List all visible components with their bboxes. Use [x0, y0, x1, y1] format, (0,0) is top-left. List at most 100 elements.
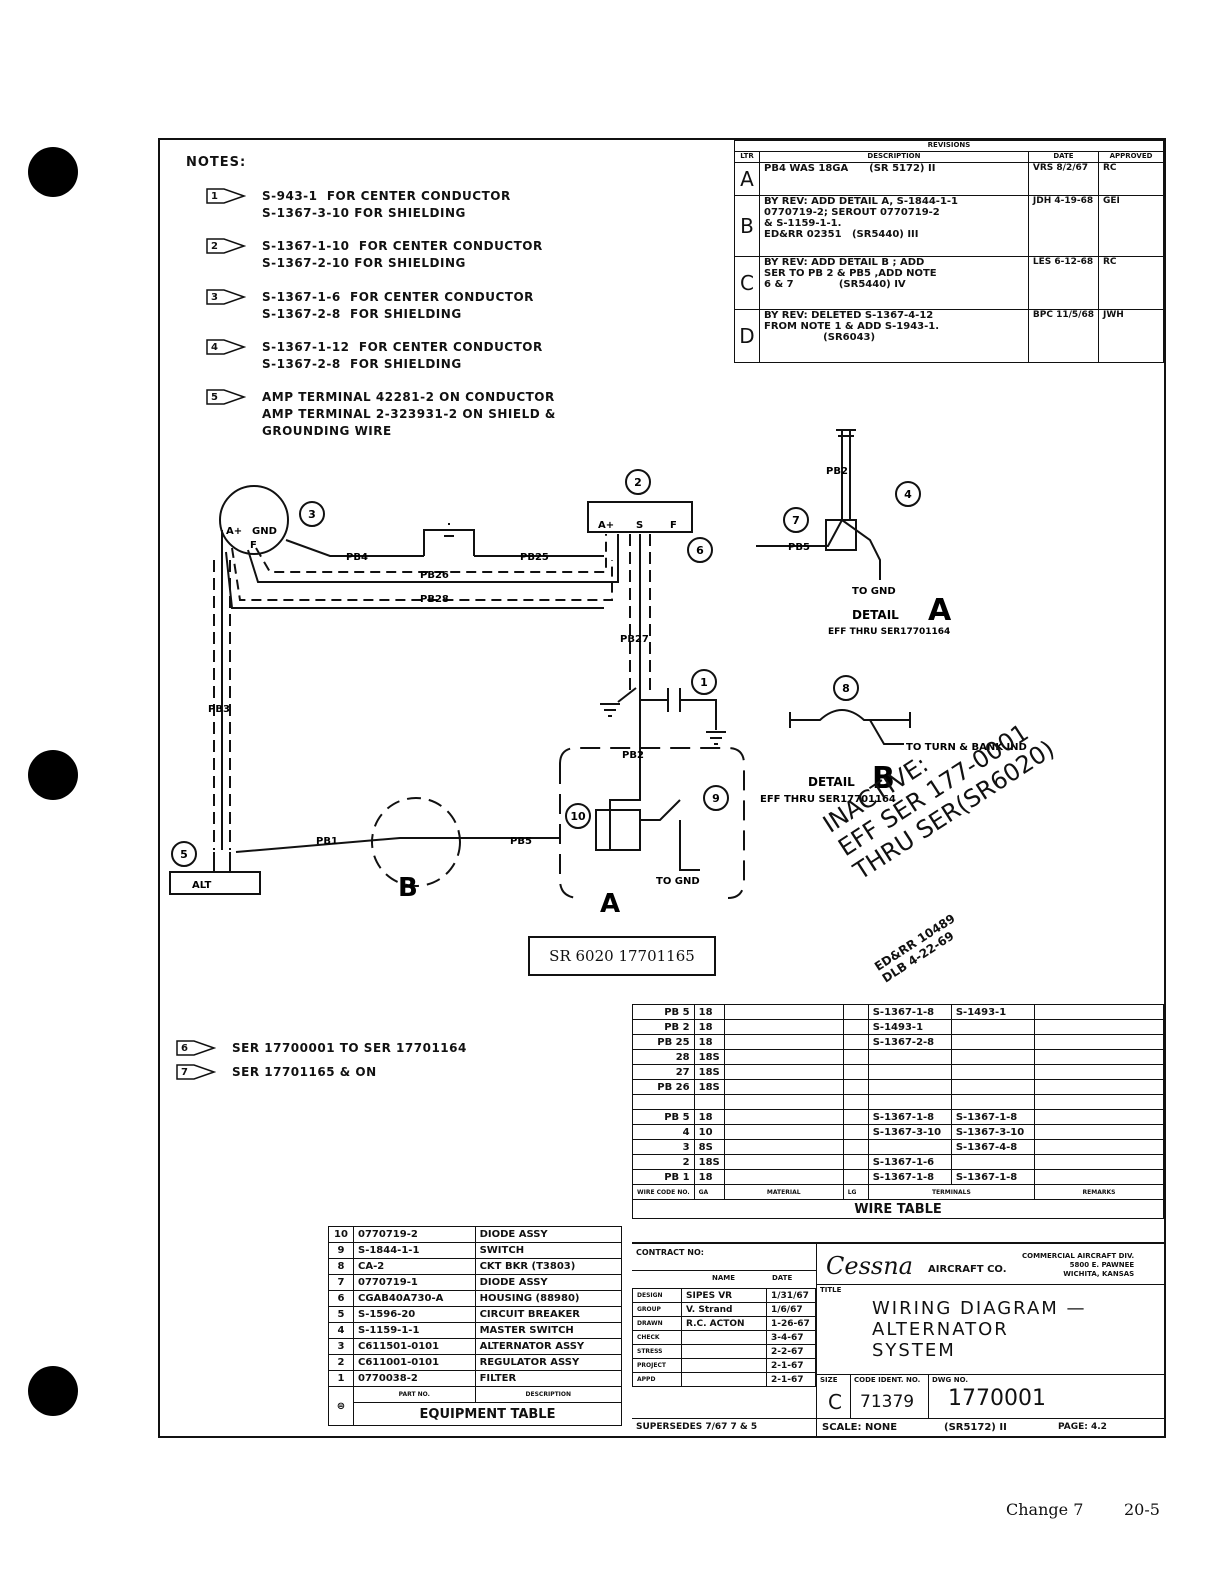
label-pb27: PB27 — [620, 634, 649, 645]
wire-pb26 — [255, 534, 607, 573]
wire-cell — [842, 1169, 869, 1185]
callout-circle — [703, 785, 729, 811]
dwg-value: 1770001 — [948, 1386, 1046, 1411]
wire-cell — [632, 1094, 695, 1110]
code-header: CODE IDENT. NO. — [854, 1376, 921, 1384]
wire-cell — [842, 1004, 869, 1020]
equipment-part-no: CA-2 — [353, 1258, 476, 1275]
equipment-table-title: EQUIPMENT TABLE — [353, 1402, 622, 1426]
wire-cell — [950, 1034, 1036, 1050]
wire-cell — [867, 1094, 952, 1110]
binder-hole-middle — [28, 750, 78, 800]
revision-approved: JWH — [1098, 309, 1164, 363]
ref-a-letter: A — [600, 889, 620, 919]
revision-approved: RC — [1098, 162, 1164, 196]
wire-header-code: WIRE CODE NO. — [632, 1184, 695, 1200]
equipment-part-no: S-1844-1-1 — [353, 1242, 476, 1259]
wire-cell — [842, 1154, 869, 1170]
equipment-description: REGULATOR ASSY — [474, 1354, 623, 1371]
note-flag-number: 1 — [211, 191, 219, 202]
label-pb2: PB2 — [622, 750, 644, 761]
callout-circle — [687, 537, 713, 563]
callout-number: 6 — [696, 544, 704, 557]
wire-cell — [723, 1064, 844, 1080]
wire-cell: 18S — [693, 1064, 725, 1080]
wire-cell — [1034, 1079, 1164, 1095]
equipment-description: FILTER — [474, 1370, 623, 1387]
wire-cell: PB 25 — [632, 1034, 695, 1050]
wire-cell — [1034, 1034, 1164, 1050]
contract-label: CONTRACT NO: — [636, 1248, 704, 1257]
wire-cell — [1034, 1139, 1164, 1155]
signature-date: 3-4-67 — [766, 1330, 816, 1345]
equipment-item-no: 10 — [328, 1226, 354, 1243]
alt-label: ALT — [192, 880, 211, 891]
callout-circle — [895, 481, 921, 507]
serial-note-text: SER 17701165 & ON — [232, 1065, 377, 1079]
wire-cell: S-1367-1-8 — [867, 1169, 952, 1185]
wire-header-ga: GA — [693, 1184, 725, 1200]
signature-role: DESIGN — [632, 1288, 682, 1303]
wire-cell — [723, 1079, 844, 1095]
revision-date: LES 6-12-68 — [1027, 256, 1100, 310]
wire-cell — [950, 1064, 1036, 1080]
wire-cell — [1034, 1019, 1164, 1035]
signature-name — [681, 1344, 767, 1359]
equipment-part-no: CGAB40A730-A — [353, 1290, 476, 1307]
binder-hole-bottom — [28, 1366, 78, 1416]
wire-cell — [1034, 1004, 1164, 1020]
wire-cell — [842, 1064, 869, 1080]
wire-cell — [723, 1049, 844, 1065]
title-header: TITLE — [820, 1286, 842, 1294]
revision-approved: RC — [1098, 256, 1164, 310]
label-pb25: PB25 — [520, 552, 549, 563]
signature-date: 1/6/67 — [766, 1302, 816, 1317]
equipment-part-no: 0770719-1 — [353, 1274, 476, 1291]
callout-circle — [783, 507, 809, 533]
note-text: S-1367-1-6 FOR CENTER CONDUCTOR S-1367-2… — [262, 290, 534, 321]
equipment-part-no: C611501-0101 — [353, 1338, 476, 1355]
callout-5: 5 — [171, 841, 197, 867]
wire-cell — [1034, 1109, 1164, 1125]
wire-pb2 — [609, 700, 641, 850]
label-pb28: PB28 — [420, 594, 449, 605]
wire-cell: S-1367-1-8 — [950, 1109, 1036, 1125]
note-text: AMP TERMINAL 42281-2 ON CONDUCTOR AMP TE… — [262, 390, 556, 438]
wire-header-terminals: TERMINALS — [867, 1184, 1036, 1200]
wire-cell — [842, 1139, 869, 1155]
wire-cell: S-1367-1-8 — [950, 1169, 1036, 1185]
wire-cell — [950, 1019, 1036, 1035]
equip-header-part: PART NO. — [353, 1386, 476, 1403]
label-pb1: PB1 — [316, 836, 338, 847]
signature-date: 2-1-67 — [766, 1358, 816, 1373]
wire-cell — [723, 1169, 844, 1185]
callout-number: 2 — [634, 476, 642, 489]
revisions-table: REVISIONS LTR DESCRIPTION DATE APPROVED … — [734, 140, 1164, 363]
signature-name — [681, 1372, 767, 1387]
callout-circle — [691, 669, 717, 695]
callout-6: 6 — [687, 537, 713, 563]
regulator-term-a: A+ — [598, 520, 614, 531]
equipment-logo-icon: ⊜ — [328, 1386, 354, 1426]
alt-term-f: F — [250, 540, 257, 551]
change-label: Change 7 — [1006, 1500, 1084, 1519]
ref-b-letter: B — [398, 873, 418, 903]
alternator-circle — [219, 485, 289, 555]
company-logo: Cessna — [826, 1252, 913, 1280]
wire-cell: S-1367-1-8 — [867, 1004, 952, 1020]
signature-role: APPD — [632, 1372, 682, 1387]
wire-cell — [950, 1094, 1036, 1110]
wire-header-lg: LG — [842, 1184, 869, 1200]
